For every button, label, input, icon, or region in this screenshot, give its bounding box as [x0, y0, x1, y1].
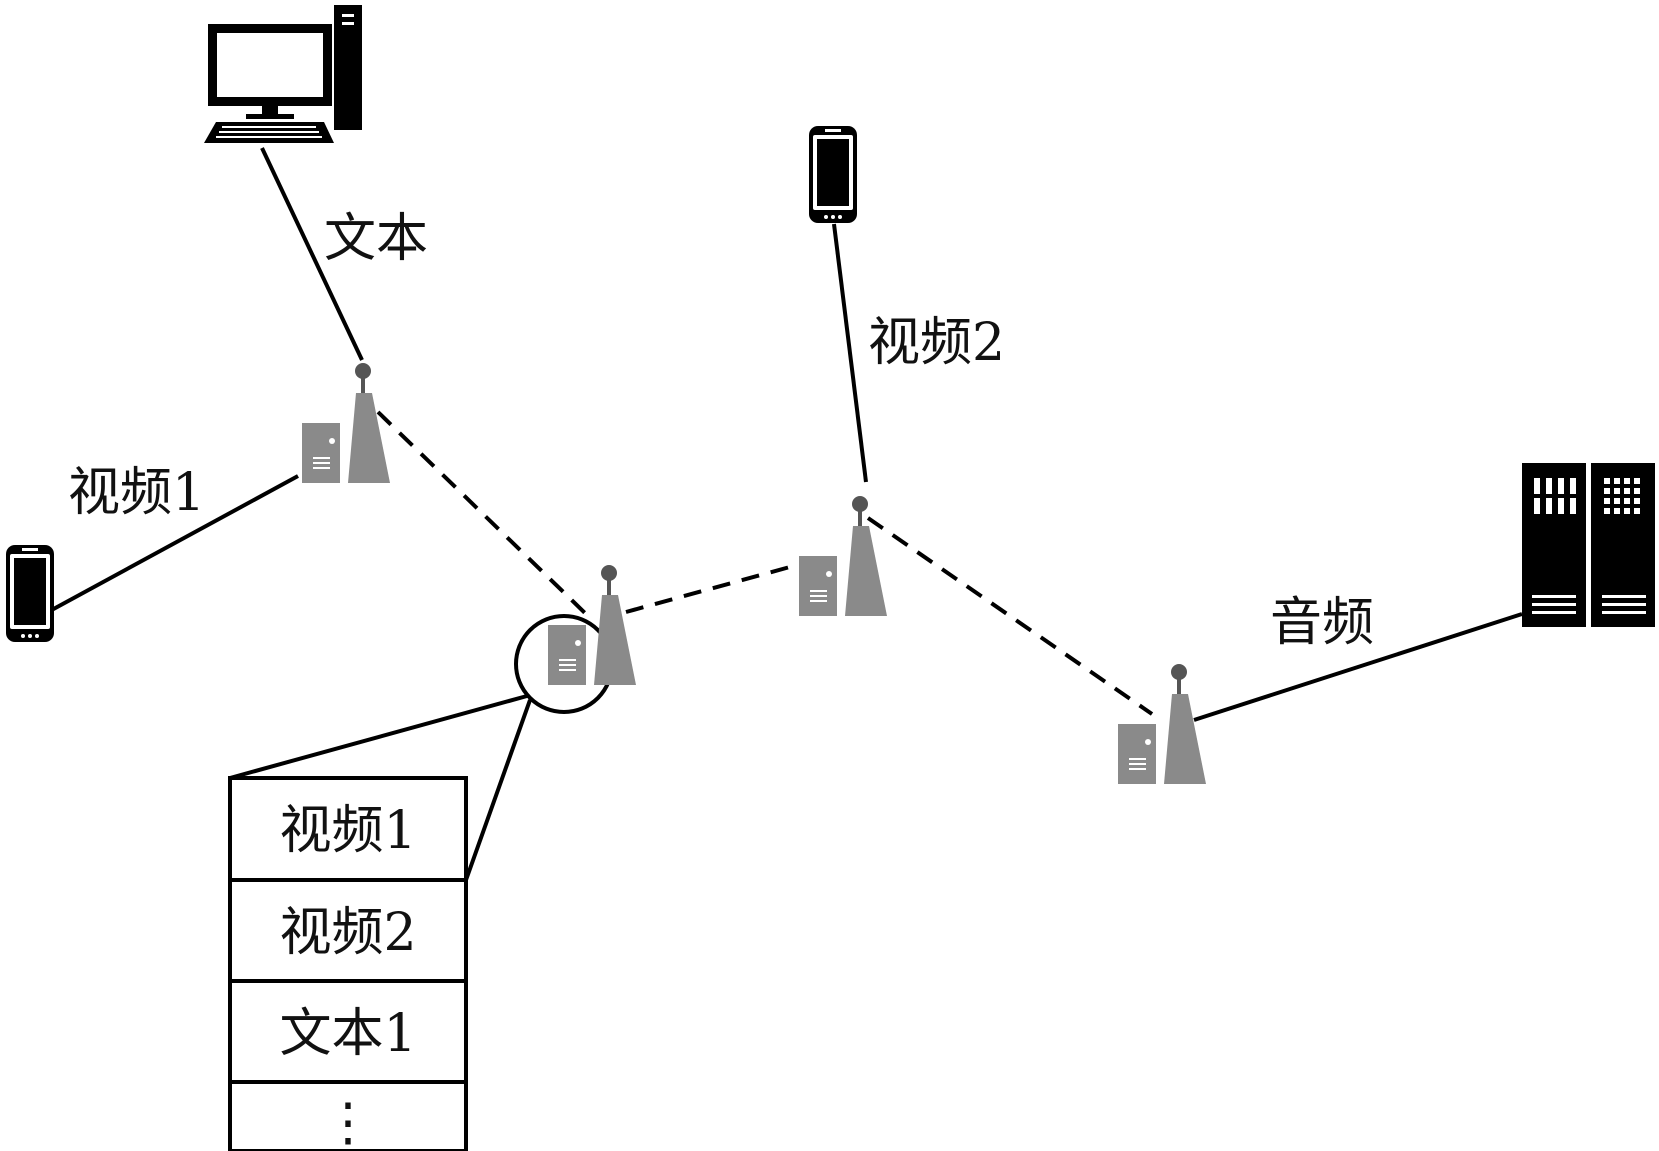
server-rack-icon [1522, 463, 1655, 627]
links [47, 147, 1523, 881]
base-station-icon [799, 496, 887, 616]
base-station-icon [302, 363, 390, 483]
cache-row-video1: 视频1 [279, 801, 416, 861]
cache-row-more: ⋮ [322, 1093, 374, 1151]
cache-table-border [228, 776, 468, 1151]
base-station-icon [1118, 664, 1206, 784]
backhaul-bs1-to-bs2 [376, 410, 588, 616]
zoom-connector-top [229, 694, 528, 780]
link-bs4-to-server [1193, 612, 1523, 722]
cache-row-video2: 视频2 [279, 903, 416, 963]
zoom-connector-bottom [464, 699, 532, 881]
label-text-link: 文本 [324, 209, 428, 269]
desktop-computer-icon [204, 5, 362, 143]
label-audio-link: 音频 [1270, 593, 1374, 653]
backhaul-bs3-to-bs4 [866, 516, 1154, 716]
link-phone-left-to-bs1 [47, 474, 299, 614]
link-phone-top-to-bs3 [832, 223, 868, 483]
smartphone-icon [809, 126, 857, 223]
smartphone-icon [6, 545, 54, 642]
backhaul-bs2-to-bs3 [625, 560, 809, 614]
link-desktop-to-bs1 [260, 147, 364, 361]
label-video2-link: 视频2 [868, 313, 1005, 373]
label-video1-link: 视频1 [68, 463, 205, 523]
cache-row-text1: 文本1 [279, 1004, 416, 1064]
cache-table: 视频1 视频2 文本1 ⋮ [228, 776, 468, 1151]
